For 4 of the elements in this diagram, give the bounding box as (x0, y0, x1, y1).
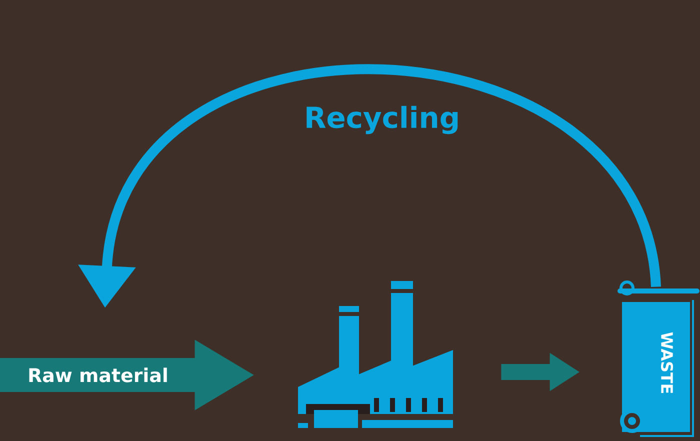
edge-label: Raw material (29, 368, 167, 382)
factory-drawing (298, 281, 453, 428)
waste-bin-drawing: WASTE (618, 280, 700, 437)
edge-label: Recycling (306, 106, 458, 134)
